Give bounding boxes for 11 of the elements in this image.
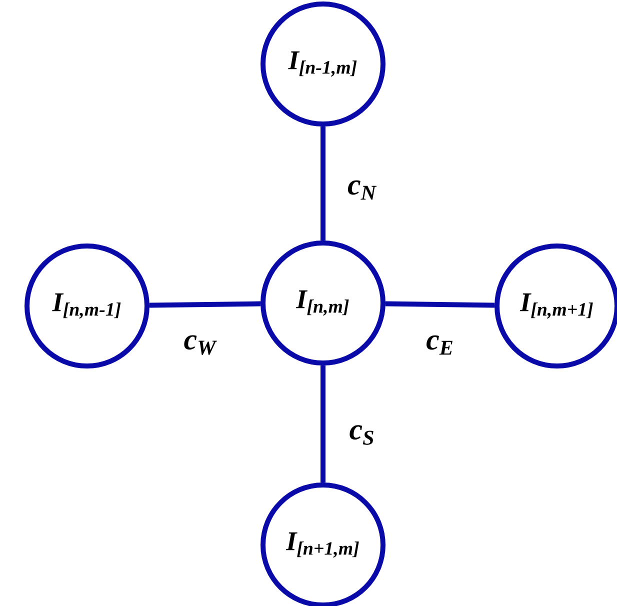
edge-label: c$_{S}$ [348, 424, 376, 446]
circle-node: I$_{[n,m]}$ [260, 240, 386, 366]
edge-label: c$_{W}$ [182, 334, 218, 356]
edge-label: c$_{N}$ [346, 179, 378, 201]
edge-label: c$_{E}$ [425, 334, 455, 356]
circle-node: I$_{[n-1,m]}$ [260, 2, 386, 126]
connector-line [149, 301, 261, 308]
connector-line [320, 366, 326, 482]
connector-line [385, 301, 495, 308]
connector-line [320, 126, 326, 240]
circle-node: I$_{[n,m-1]}$ [24, 244, 150, 368]
